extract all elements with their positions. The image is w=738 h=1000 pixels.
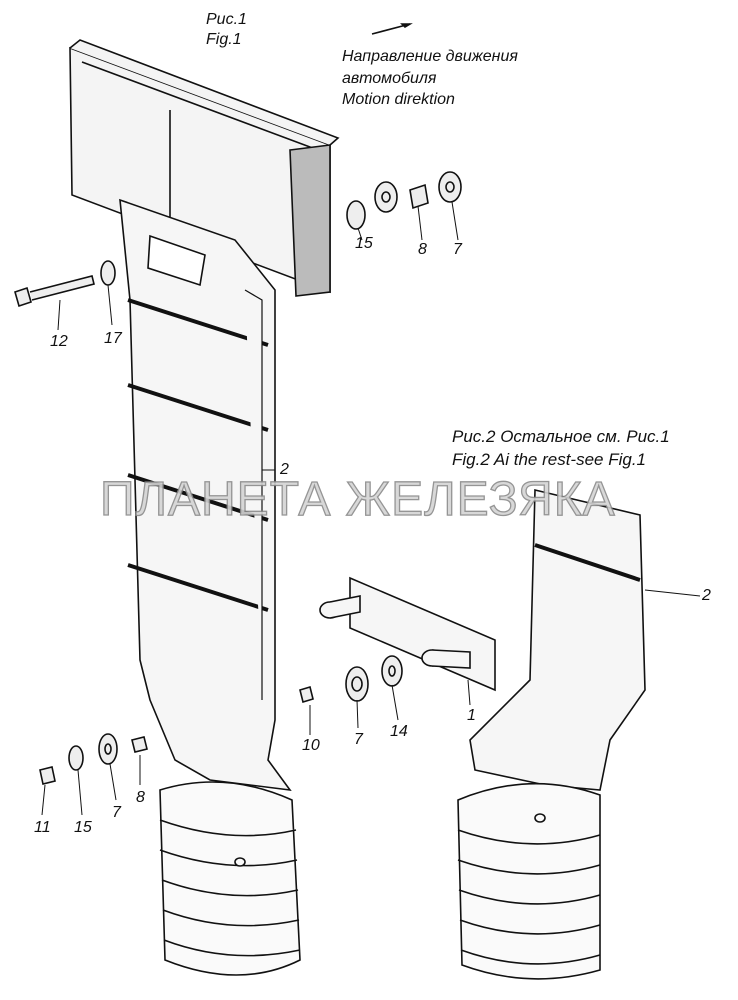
- washers: [39, 171, 462, 785]
- callout-1: 1: [467, 707, 476, 724]
- figure2-title-en: Fig.2 Ai the rest-see Fig.1: [452, 450, 647, 469]
- leader-lines: [41, 201, 701, 816]
- direction-label-ru-2: автомобиля: [342, 70, 437, 87]
- callout-8: 8: [418, 241, 427, 258]
- bellows-right: [457, 782, 601, 980]
- callout-10: 10: [302, 737, 320, 754]
- callout-14: 14: [390, 723, 408, 740]
- callout-11: 11: [34, 819, 51, 836]
- direction-arrow-icon: [371, 23, 413, 35]
- bolt-12: [14, 275, 95, 308]
- air-duct-left: [119, 198, 292, 792]
- callout-7c: 7: [112, 804, 121, 821]
- callout-7: 7: [453, 241, 462, 258]
- figure1-title-en: Fig.1: [206, 31, 242, 48]
- callout-2-fig2: 2: [702, 587, 711, 604]
- figure2-title-ru: Рис.2 Остальное см. Рис.1: [452, 427, 670, 446]
- callout-15b: 15: [74, 819, 92, 836]
- callout-2: 2: [280, 461, 289, 478]
- callout-8b: 8: [136, 789, 145, 806]
- callout-17: 17: [104, 330, 122, 347]
- callout-15: 15: [355, 235, 373, 252]
- air-intake-head: [69, 39, 340, 297]
- figure1-title-ru: Рис.1: [206, 11, 247, 28]
- bracket-1: [319, 576, 496, 692]
- direction-label-ru-1: Направление движения: [342, 48, 518, 65]
- bellows-left: [159, 781, 301, 976]
- air-duct-right: [469, 488, 646, 791]
- callout-7b: 7: [354, 731, 363, 748]
- callout-12: 12: [50, 333, 68, 350]
- watermark: ПЛАНЕТА ЖЕЛЕЗЯКА: [99, 472, 616, 526]
- direction-label-en: Motion direktion: [342, 91, 455, 108]
